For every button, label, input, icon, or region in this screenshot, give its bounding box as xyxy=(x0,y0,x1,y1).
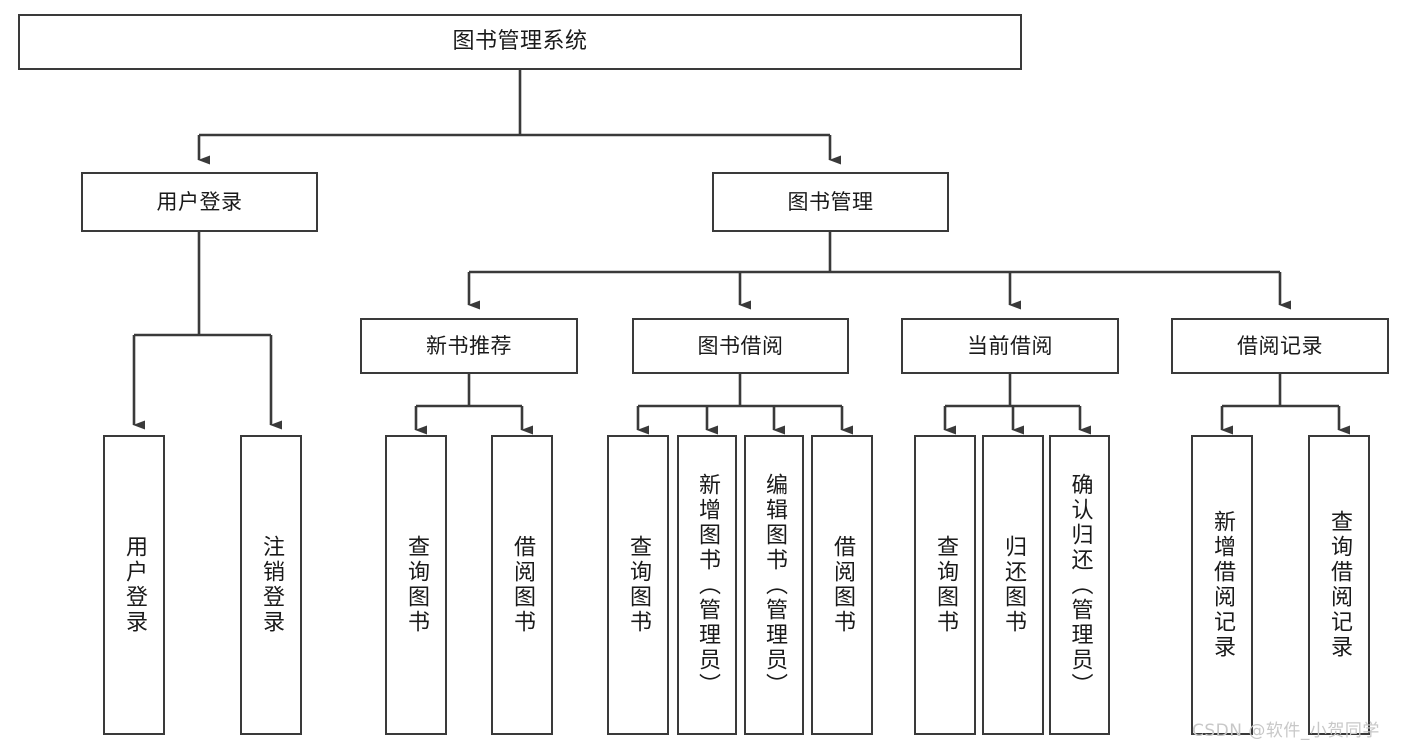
node-label: 图书借阅 xyxy=(697,333,784,358)
node-label: 查询图书 xyxy=(404,535,429,635)
node-leaf-query-book-current[interactable]: 查询图书 xyxy=(914,435,976,735)
node-leaf-return-book[interactable]: 归还图书 xyxy=(982,435,1044,735)
node-leaf-user-login[interactable]: 用户登录 xyxy=(103,435,165,735)
node-leaf-add-book-admin[interactable]: 新增图书（管理员） xyxy=(677,435,737,735)
node-leaf-borrow-book-new[interactable]: 借阅图书 xyxy=(491,435,553,735)
node-label: 新增图书（管理员） xyxy=(695,472,720,698)
node-leaf-query-book-new[interactable]: 查询图书 xyxy=(385,435,447,735)
node-label: 查询借阅记录 xyxy=(1327,510,1352,660)
csdn-watermark: CSDN @软件_小贺同学 xyxy=(1192,721,1380,741)
node-new-book-recommend[interactable]: 新书推荐 xyxy=(360,318,578,374)
node-label: 查询图书 xyxy=(626,535,651,635)
node-leaf-confirm-return-admin[interactable]: 确认归还（管理员） xyxy=(1049,435,1110,735)
node-leaf-borrow-book[interactable]: 借阅图书 xyxy=(811,435,873,735)
node-current-borrow[interactable]: 当前借阅 xyxy=(901,318,1119,374)
node-label: 图书管理系统 xyxy=(452,29,588,55)
node-label: 归还图书 xyxy=(1001,535,1026,635)
node-label: 用户登录 xyxy=(156,189,243,214)
node-root-system[interactable]: 图书管理系统 xyxy=(18,14,1022,70)
node-leaf-add-borrow-record[interactable]: 新增借阅记录 xyxy=(1191,435,1253,735)
node-label: 当前借阅 xyxy=(967,333,1053,358)
node-leaf-logout[interactable]: 注销登录 xyxy=(240,435,302,735)
node-book-management[interactable]: 图书管理 xyxy=(712,172,949,232)
node-label: 用户登录 xyxy=(122,535,147,635)
node-label: 借阅图书 xyxy=(510,535,535,635)
node-leaf-edit-book-admin[interactable]: 编辑图书（管理员） xyxy=(744,435,804,735)
node-label: 借阅图书 xyxy=(830,535,855,635)
node-borrow-record[interactable]: 借阅记录 xyxy=(1171,318,1389,374)
node-label: 借阅记录 xyxy=(1237,333,1323,358)
node-label: 图书管理 xyxy=(787,189,874,214)
node-label: 编辑图书（管理员） xyxy=(762,472,787,698)
node-user-login[interactable]: 用户登录 xyxy=(81,172,318,232)
node-label: 确认归还（管理员） xyxy=(1067,472,1093,698)
node-label: 新书推荐 xyxy=(426,333,512,358)
node-label: 查询图书 xyxy=(933,535,958,635)
node-leaf-query-book-borrow[interactable]: 查询图书 xyxy=(607,435,669,735)
node-book-borrow[interactable]: 图书借阅 xyxy=(632,318,849,374)
node-leaf-query-borrow-record[interactable]: 查询借阅记录 xyxy=(1308,435,1370,735)
node-label: 新增借阅记录 xyxy=(1210,510,1235,660)
node-label: 注销登录 xyxy=(259,535,284,635)
